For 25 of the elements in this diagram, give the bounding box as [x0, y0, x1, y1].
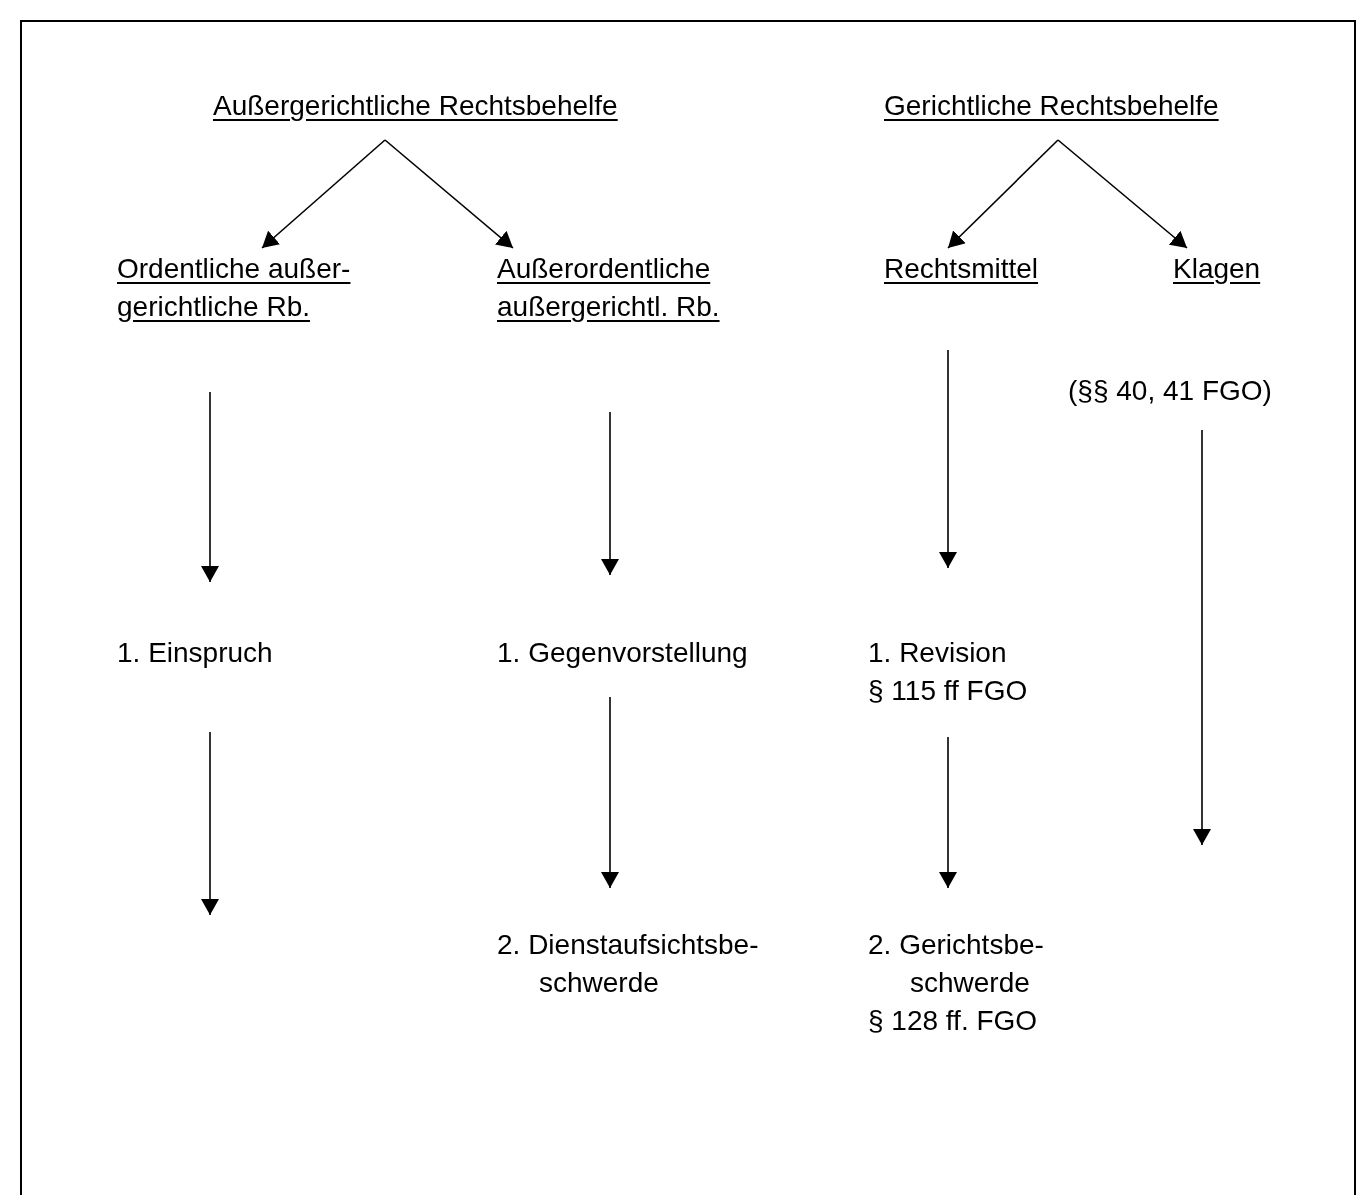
item-label: 1. Einspruch: [117, 636, 274, 670]
legal-reference: (§§ 40, 41 FGO): [1068, 374, 1272, 408]
category-heading: Gerichtliche Rechtsbehelfe: [884, 89, 1219, 123]
category-heading: Rechtsmittel: [884, 252, 1039, 286]
arrow: [601, 411, 619, 576]
category-heading: Außergerichtliche Rechtsbehelfe: [213, 89, 618, 123]
arrow: [1193, 429, 1211, 846]
item-label: § 128 ff. FGO: [868, 1004, 1039, 1038]
arrow: [947, 139, 1059, 249]
category-heading: Ordentliche außer- gerichtliche Rb.: [117, 252, 352, 324]
arrow: [601, 696, 619, 889]
item-label: 1. Revision: [868, 636, 1008, 670]
item-label: 1. Gegenvorstellung: [497, 636, 749, 670]
item-label: 2. Dienstaufsichtsbe- schwerde: [497, 928, 760, 1000]
item-label: 2. Gerichtsbe- schwerde: [868, 928, 1045, 1000]
arrow: [261, 139, 386, 249]
category-heading: Klagen: [1173, 252, 1261, 286]
item-label: § 115 ff FGO: [868, 674, 1029, 708]
arrow: [201, 731, 219, 916]
arrow: [201, 391, 219, 583]
category-heading: Außerordentliche außergerichtl. Rb.: [497, 252, 721, 324]
arrow: [1057, 139, 1188, 249]
arrow: [939, 736, 957, 889]
arrow: [939, 349, 957, 569]
arrow: [384, 139, 514, 249]
